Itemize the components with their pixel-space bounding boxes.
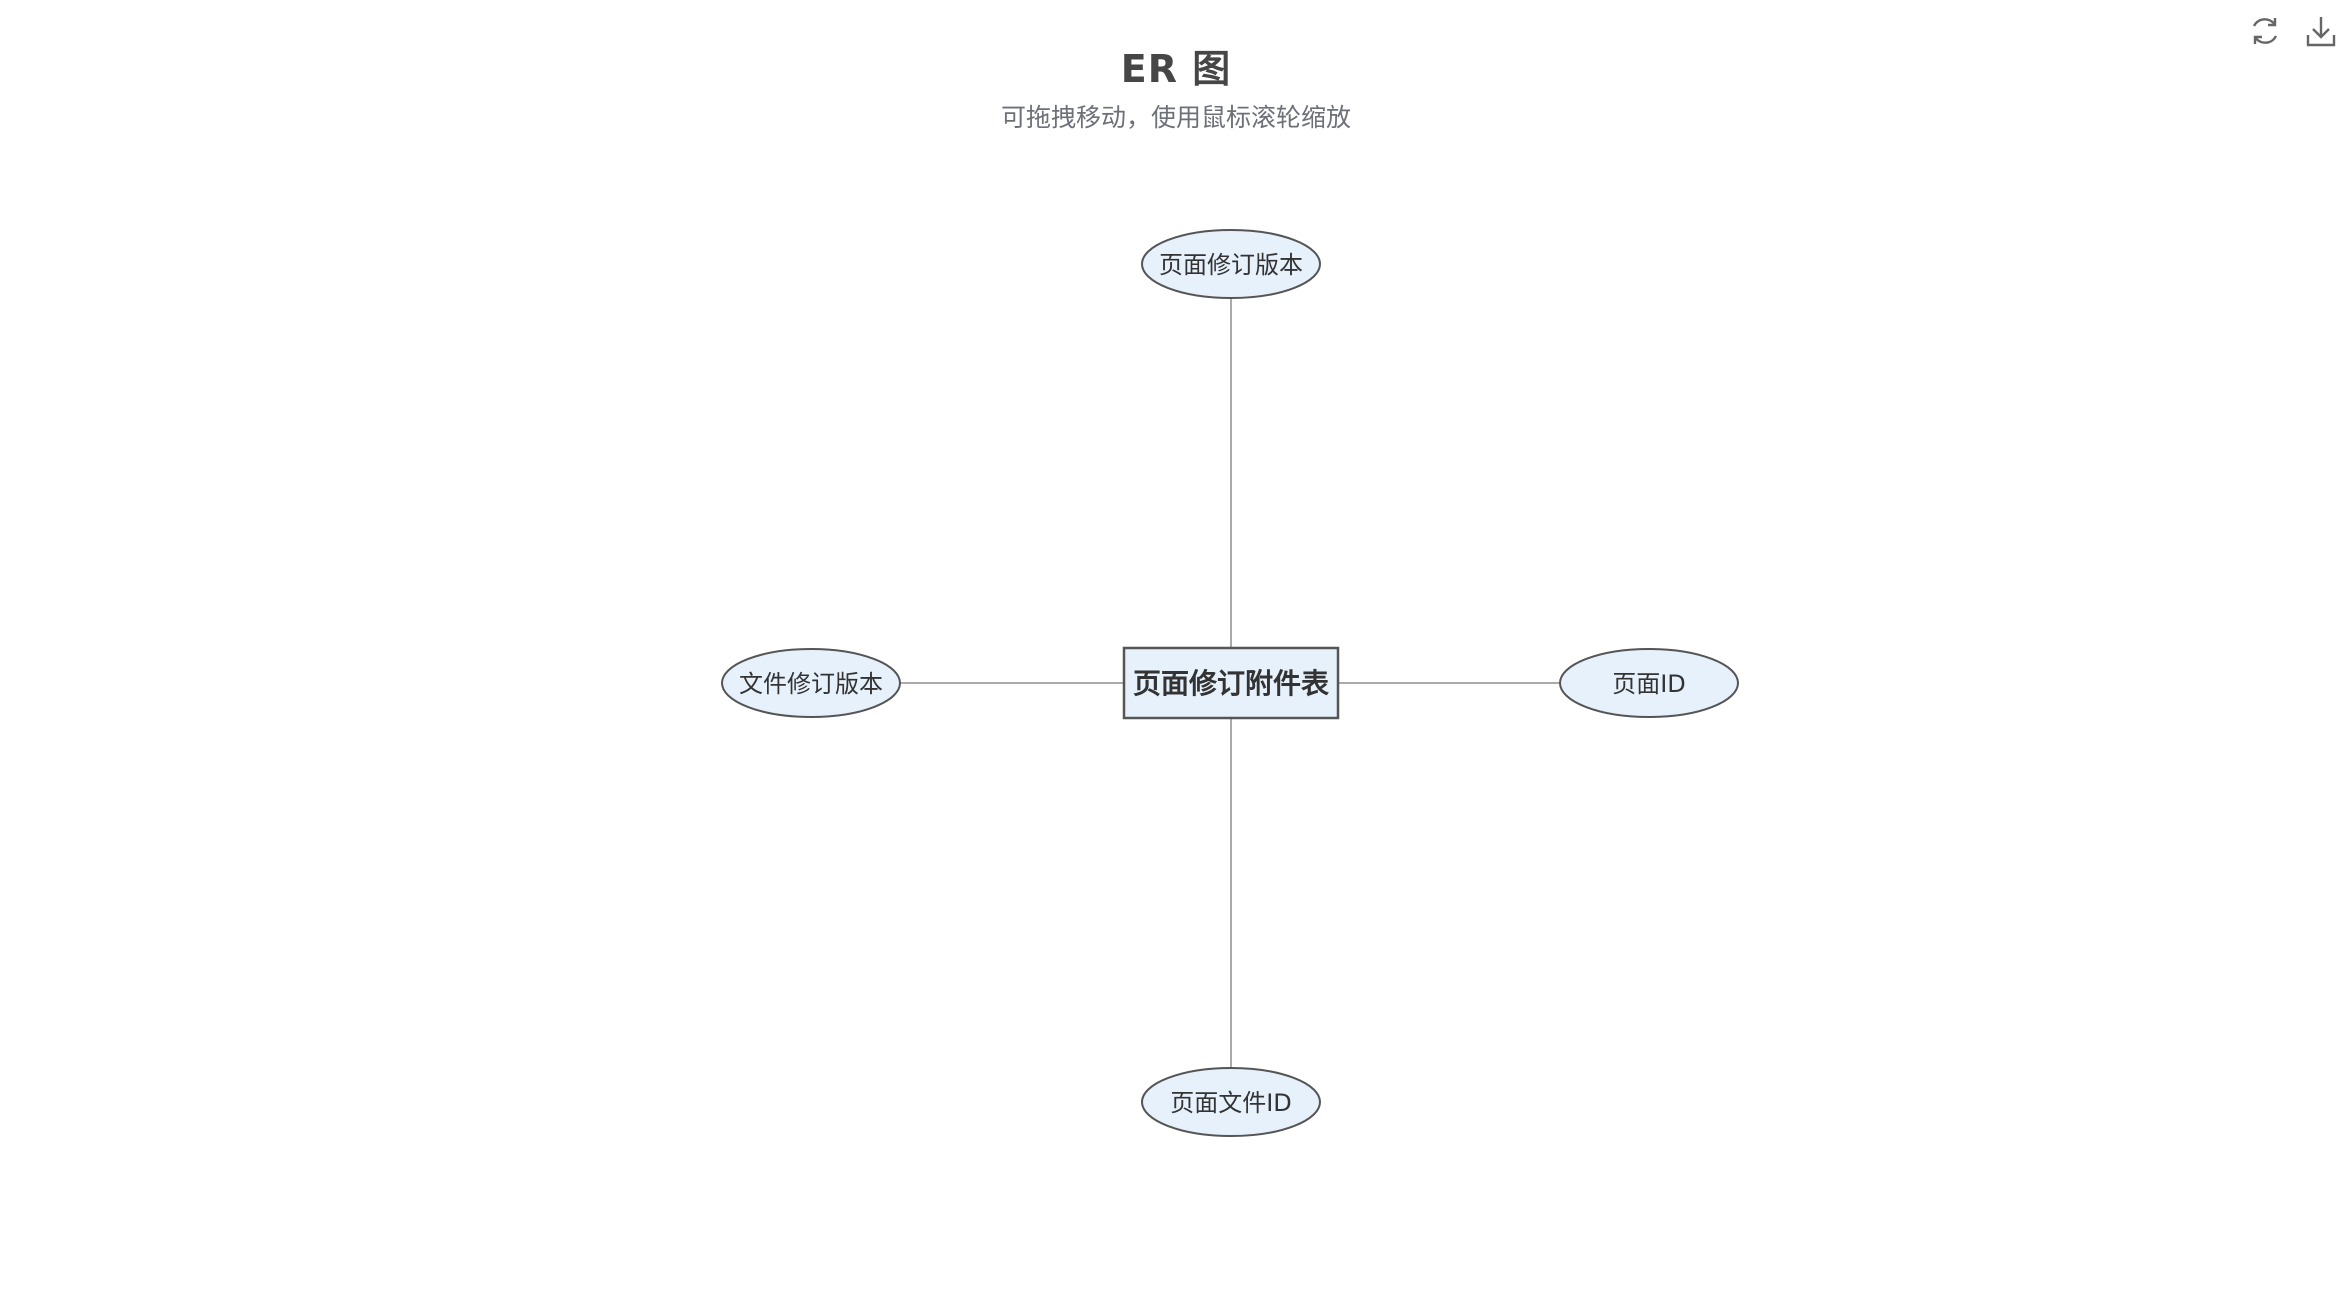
entity-label: 页面修订附件表 [1133,667,1329,700]
attribute-label: 页面修订版本 [1159,251,1303,279]
toolbox [2246,12,2340,50]
download-button[interactable] [2302,12,2340,50]
refresh-icon [2252,18,2278,44]
attribute-node-left[interactable]: 文件修订版本 [721,648,901,718]
attribute-label: 页面ID [1612,670,1686,698]
entity-node[interactable]: 页面修订附件表 [1122,646,1340,720]
attribute-node-top[interactable]: 页面修订版本 [1141,229,1321,299]
attribute-label: 文件修订版本 [739,670,883,698]
attribute-node-right[interactable]: 页面ID [1559,648,1739,718]
download-icon [2306,17,2336,47]
chart-title: ER 图 [1120,47,1232,91]
attribute-label: 页面文件ID [1170,1089,1292,1117]
chart-subtitle: 可拖拽移动，使用鼠标滚轮缩放 [1000,103,1351,132]
restore-button[interactable] [2246,12,2284,50]
attribute-node-bottom[interactable]: 页面文件ID [1141,1067,1321,1137]
